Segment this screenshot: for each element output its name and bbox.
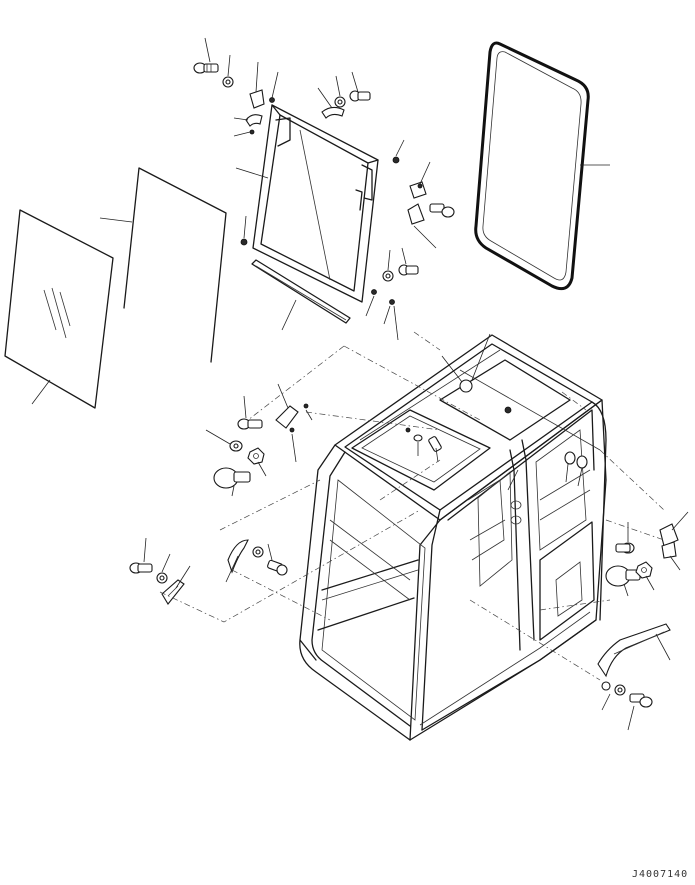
hinge-bracket[interactable] <box>249 89 275 109</box>
drawing-code: J4007140 <box>632 869 688 880</box>
cab-mount-bolt[interactable] <box>213 467 251 489</box>
leader-latch-assembly <box>419 161 431 185</box>
window-weatherstrip[interactable] <box>474 41 590 291</box>
bolt-right-lower[interactable] <box>629 693 653 708</box>
cab-frame[interactable] <box>299 334 607 741</box>
nut-right-top[interactable] <box>392 156 400 164</box>
nut-side-a[interactable] <box>564 451 588 469</box>
leader-nut-right-top <box>395 139 405 157</box>
leader-cab-mount-bolt-right <box>623 583 629 597</box>
washer-left-lower[interactable] <box>156 572 168 584</box>
roof-clamp[interactable] <box>459 379 512 414</box>
leader-latch-pin <box>233 131 251 137</box>
leader-bracket-nut <box>305 409 313 421</box>
nut-frame-left[interactable] <box>240 238 248 246</box>
bolt-lower[interactable] <box>398 264 419 276</box>
leader-seal-strip <box>99 217 133 223</box>
bolt-latch[interactable] <box>429 203 455 218</box>
leader-cab-mount-bolt <box>231 485 235 497</box>
leader-bolt-left-lower <box>143 537 147 563</box>
leader-bolt-handle <box>351 71 359 93</box>
leader-bracket-left-roof <box>277 383 289 409</box>
nut-roof-left[interactable] <box>247 447 265 465</box>
assembly-reference-lines <box>159 331 665 681</box>
leader-bracket-pin <box>291 433 297 463</box>
leader-nut-side-b <box>577 467 583 487</box>
leader-nut-roof-left <box>257 461 267 477</box>
window-frame[interactable] <box>252 104 379 303</box>
leader-washer-roof-left <box>205 429 231 445</box>
clamp-right[interactable] <box>659 523 679 559</box>
glass-pane[interactable] <box>4 209 114 409</box>
washer-roof-left[interactable] <box>229 440 243 452</box>
leader-roof-inner-a <box>435 447 439 463</box>
cover-plate-left[interactable] <box>161 579 185 605</box>
lower-side-cover[interactable] <box>597 623 671 678</box>
cab-mount-bolt-right[interactable] <box>605 565 641 587</box>
leader-roof-clamp <box>441 355 463 383</box>
leader-bolt-right-lower <box>627 705 635 731</box>
nut-right-mid[interactable] <box>635 561 653 579</box>
leader-bolt-lower <box>401 247 407 265</box>
bolt-handle[interactable] <box>349 90 371 102</box>
leader-front-cover-left <box>225 555 239 583</box>
leader-latch-clip <box>233 117 249 121</box>
bolt-right-mid[interactable] <box>615 542 635 554</box>
leader-washer-lower <box>387 249 391 271</box>
leader-glass-pane <box>31 379 51 405</box>
leader-nut-side-a <box>565 463 569 483</box>
leader-hinge-nut <box>271 71 279 99</box>
leader-nut-lower-b <box>383 305 391 325</box>
bracket-left-roof[interactable] <box>275 403 309 433</box>
washer-top[interactable] <box>222 76 234 88</box>
leader-washer-top <box>227 54 231 77</box>
nut-lower-b[interactable] <box>389 299 395 305</box>
leader-nut-lower-c <box>393 305 399 341</box>
bolt-roof-left[interactable] <box>237 418 263 430</box>
leader-bottom-rail <box>281 299 297 331</box>
washer-lower[interactable] <box>382 270 394 282</box>
leader-bolt-roof-left <box>243 395 247 419</box>
bolt-top[interactable] <box>193 62 219 74</box>
leader-roof-clamp-b <box>471 333 491 381</box>
washer-handle[interactable] <box>334 96 346 108</box>
leader-nut-right-mid <box>645 575 655 591</box>
latch-assembly[interactable] <box>407 181 427 225</box>
glass-seal-strip[interactable] <box>123 167 227 363</box>
bolt-left-lower[interactable] <box>129 562 153 574</box>
leader-handle-grip <box>317 87 333 109</box>
leader-hinge-bracket <box>255 61 259 93</box>
leader-clamp-right-b <box>669 555 681 571</box>
leader-latch-screw <box>413 225 437 249</box>
leader-bolt-top <box>204 37 211 63</box>
leader-nut-lower-a <box>365 295 375 317</box>
washer-right-lower[interactable] <box>601 681 626 696</box>
leader-lower-side-cover <box>655 633 671 661</box>
handle-grip[interactable] <box>321 106 345 119</box>
leader-washer-left-lower <box>161 553 171 573</box>
roof-inner-hardware[interactable] <box>405 427 442 452</box>
bolt-left-mid[interactable] <box>267 559 288 576</box>
leader-washer-handle <box>335 75 341 97</box>
leader-washer-right-lower <box>601 693 611 711</box>
nut-lower-a[interactable] <box>371 289 377 295</box>
leader-side-inner <box>507 469 519 491</box>
bottom-rail[interactable] <box>251 259 351 324</box>
washer-left-mid[interactable] <box>252 546 264 558</box>
leader-cover-plate-left <box>175 565 191 589</box>
leader-clamp-right <box>671 511 689 531</box>
latch-clip[interactable] <box>245 114 263 135</box>
leader-window-frame <box>235 167 269 179</box>
leader-bolt-left-mid <box>267 543 273 561</box>
leader-nut-frame-left <box>243 215 247 239</box>
